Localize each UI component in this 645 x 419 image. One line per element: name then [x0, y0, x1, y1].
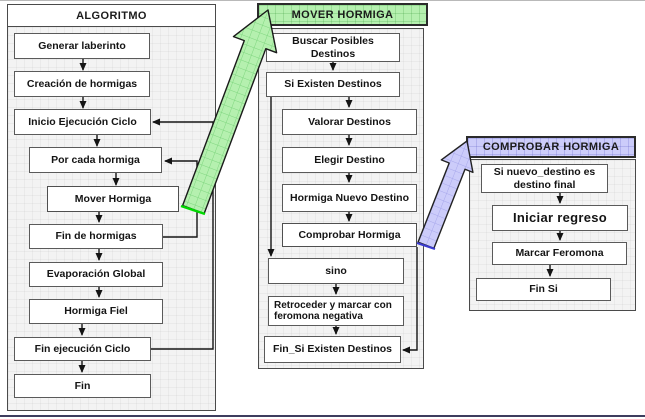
- top-edge-line: [0, 0, 645, 1]
- step-fin-de-hormigas: Fin de hormigas: [29, 224, 163, 249]
- window-bottom-edge: [0, 415, 645, 417]
- step-fin: Fin: [14, 374, 151, 398]
- step-valorar-destinos: Valorar Destinos: [282, 109, 417, 135]
- step-buscar-posibles-destinos: Buscar Posibles Destinos: [266, 33, 400, 62]
- step-evaporacion-global: Evaporación Global: [29, 262, 163, 287]
- step-si-nuevo-destino-es-destino-final: Si nuevo_destino es destino final: [481, 164, 608, 193]
- step-fin-si: Fin Si: [476, 278, 611, 301]
- panel-mover-title: MOVER HORMIGA: [257, 3, 428, 26]
- step-mover-hormiga: Mover Hormiga: [47, 186, 179, 212]
- step-hormiga-nuevo-destino: Hormiga Nuevo Destino: [282, 184, 417, 212]
- panel-algoritmo-title: ALGORITMO: [8, 5, 215, 27]
- step-hormiga-fiel: Hormiga Fiel: [29, 299, 163, 324]
- step-generar-laberinto: Generar laberinto: [14, 33, 150, 59]
- step-creacion-de-hormigas: Creación de hormigas: [14, 71, 150, 97]
- step-fin-ejecucion-ciclo: Fin ejecución Ciclo: [14, 337, 151, 361]
- step-fin-si-existen-destinos: Fin_Si Existen Destinos: [264, 336, 401, 363]
- step-iniciar-regreso: Iniciar regreso: [492, 205, 628, 231]
- step-comprobar-hormiga: Comprobar Hormiga: [282, 223, 417, 247]
- panel-comprobar-title: COMPROBAR HORMIGA: [466, 136, 636, 158]
- step-marcar-feromona: Marcar Feromona: [492, 242, 627, 265]
- step-por-cada-hormiga: Por cada hormiga: [29, 147, 162, 173]
- step-retroceder-marcar-feromona-negativa: Retroceder y marcar con feromona negativ…: [268, 296, 404, 326]
- step-inicio-ejecucion-ciclo: Inicio Ejecución Ciclo: [14, 109, 151, 135]
- step-elegir-destino: Elegir Destino: [282, 147, 417, 173]
- step-si-existen-destinos: Si Existen Destinos: [266, 72, 400, 97]
- step-sino: sino: [268, 258, 404, 284]
